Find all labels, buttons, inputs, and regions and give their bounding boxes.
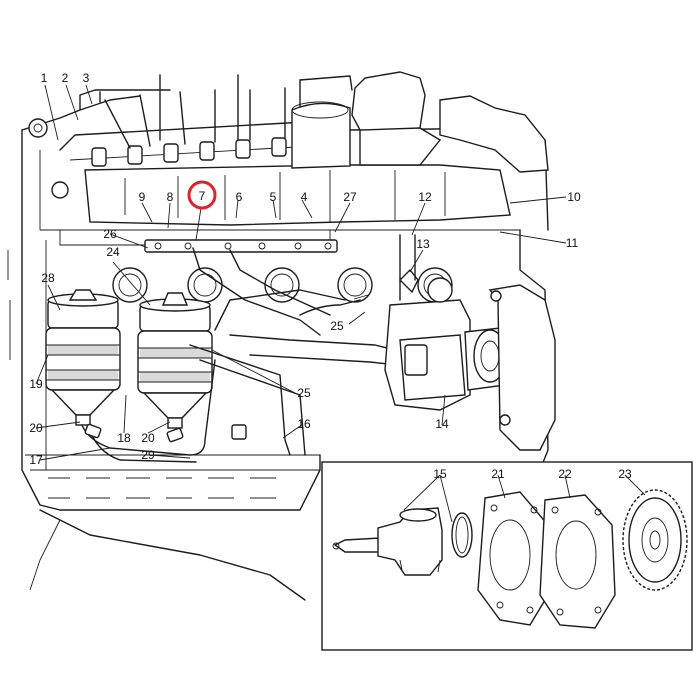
callout-25-lower: 25 (297, 386, 311, 400)
callout-12: 12 (418, 190, 432, 204)
callout-8: 8 (167, 190, 174, 204)
o-ring (451, 512, 473, 558)
fuel-lines (81, 247, 399, 463)
callout-28: 28 (41, 271, 55, 285)
callout-5: 5 (270, 190, 277, 204)
highlight-circle (187, 180, 217, 210)
callout-14: 14 (435, 417, 449, 431)
fuel-filter-left (45, 289, 121, 426)
plate-22 (539, 494, 616, 629)
callout-16: 16 (297, 417, 311, 431)
callout-18: 18 (117, 431, 131, 445)
injector-rail (144, 239, 338, 253)
callout-1: 1 (41, 71, 48, 85)
callout-21: 21 (491, 467, 505, 481)
callout-11: 11 (566, 236, 579, 250)
callout-22: 22 (558, 467, 572, 481)
callout-7: 7 (199, 189, 206, 203)
callout-23: 23 (618, 467, 632, 481)
callout-25-upper: 25 (330, 319, 344, 333)
callout-20-right: 20 (141, 431, 155, 445)
fuel-filter-right (137, 292, 213, 429)
callout-19: 19 (29, 377, 43, 391)
callout-10: 10 (567, 190, 581, 204)
gasket-21 (477, 491, 549, 626)
callout-2: 2 (62, 71, 69, 85)
callout-17: 17 (29, 453, 43, 467)
timing-gear (622, 489, 688, 591)
callout-20-left: 20 (29, 421, 43, 435)
callout-4: 4 (301, 190, 308, 204)
manifold (84, 71, 549, 226)
callout-9: 9 (139, 190, 146, 204)
callout-24: 24 (106, 245, 120, 259)
callout-26: 26 (103, 227, 117, 241)
callout-15: 15 (433, 467, 447, 481)
callout-29: 29 (141, 448, 155, 462)
callout-6: 6 (236, 190, 243, 204)
callout-labels: 1 2 3 4 5 6 7 8 9 10 11 12 13 14 15 16 1… (29, 71, 632, 481)
leader-lines (35, 84, 646, 523)
callout-27: 27 (343, 190, 357, 204)
injection-pump (384, 234, 556, 451)
callout-13: 13 (416, 237, 430, 251)
drive-shaft (332, 507, 443, 576)
callout-3: 3 (83, 71, 90, 85)
inset-panel (321, 461, 693, 651)
